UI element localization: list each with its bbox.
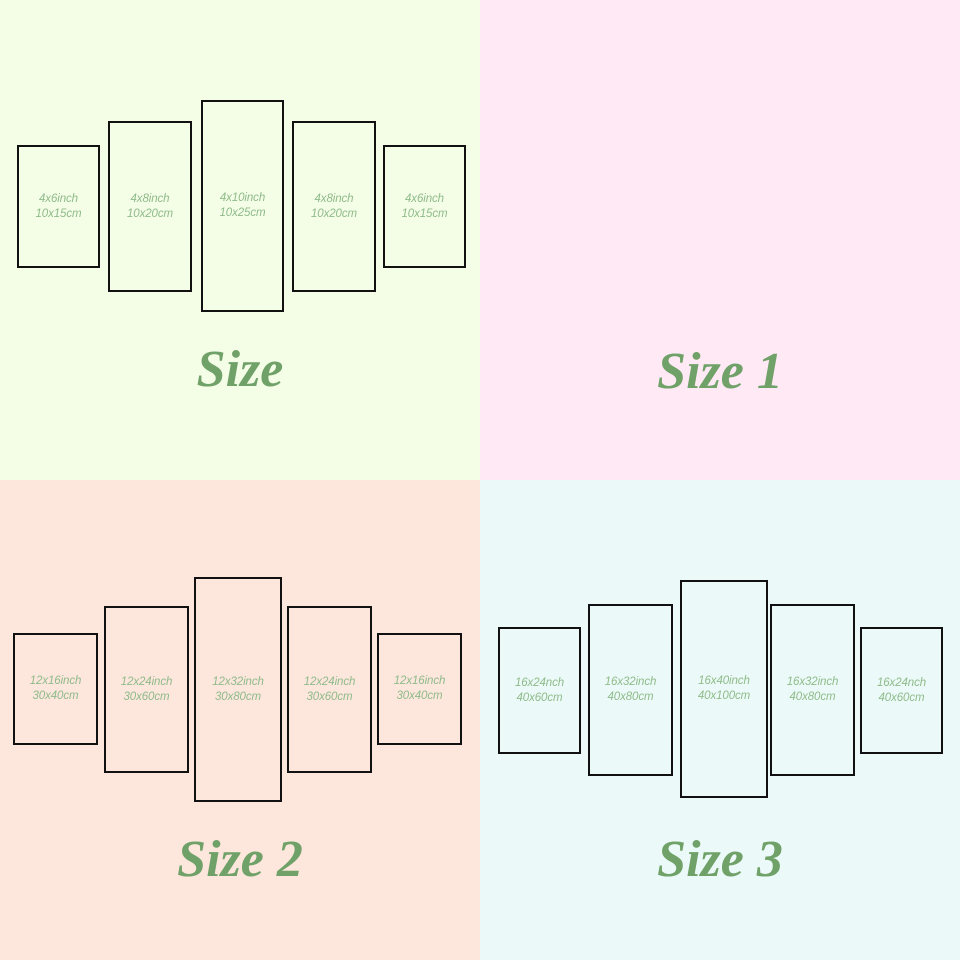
frame-label-cm: 30x40cm xyxy=(32,690,79,702)
frame-label-cm: 40x80cm xyxy=(789,691,836,703)
frame-label-cm: 40x60cm xyxy=(878,691,925,704)
frame-label: 16x32inch 40x80cm xyxy=(605,675,657,705)
frame-label-cm: 10x15cm xyxy=(35,207,82,220)
panel-size-1: 8x14nch 20x35cm 8x18inch 20x45cm 8x22inc… xyxy=(480,0,960,480)
frame-3[interactable]: 4x10inch 10x25cm xyxy=(201,100,284,312)
frame-label-inch: 16x40inch xyxy=(698,675,750,687)
frame-2[interactable]: 12x24inch 30x60cm xyxy=(104,606,189,773)
frame-5[interactable]: 12x16inch 30x40cm xyxy=(377,633,462,745)
frame-4[interactable]: 16x32inch 40x80cm xyxy=(770,604,855,776)
frame-label: 4x6inch 10x15cm xyxy=(36,192,82,222)
frame-label-inch: 4x10inch xyxy=(219,192,266,204)
frame-label-inch: 16x32inch xyxy=(786,676,839,688)
frame-label-inch: 12x16inch xyxy=(393,675,446,687)
frame-label-inch: 4x8inch xyxy=(314,192,354,205)
frame-label-cm: 40x80cm xyxy=(607,691,654,703)
frame-1[interactable]: 4x6inch 10x15cm xyxy=(17,145,100,268)
frame-3[interactable]: 16x40inch 40x100cm xyxy=(680,580,768,798)
frame-label-cm: 30x60cm xyxy=(306,690,353,703)
frame-label-cm: 10x15cm xyxy=(401,207,448,220)
frame-label: 12x32inch 30x80cm xyxy=(212,675,264,705)
frame-label-inch: 16x24nch xyxy=(876,676,927,689)
frame-label-inch: 4x8inch xyxy=(130,192,170,205)
frame-label: 4x8inch 10x20cm xyxy=(311,192,357,222)
panel-title: Size 2 xyxy=(177,831,303,888)
frame-label-cm: 30x40cm xyxy=(396,690,443,702)
frame-label: 4x10inch 10x25cm xyxy=(220,191,266,221)
panel-title: Size 1 xyxy=(657,343,783,400)
frame-label: 12x24inch 30x60cm xyxy=(304,675,356,705)
frame-5[interactable]: 4x6inch 10x15cm xyxy=(383,145,466,268)
frame-label-cm: 40x60cm xyxy=(516,691,563,704)
frame-label-inch: 16x32inch xyxy=(604,676,657,688)
frame-label-cm: 30x80cm xyxy=(215,690,261,703)
frame-group-size-3: 16x24nch 40x60cm 16x32inch 40x80cm 16x40… xyxy=(480,480,960,960)
frame-label-inch: 12x24inch xyxy=(120,675,173,688)
frame-label: 12x16inch 30x40cm xyxy=(394,674,446,704)
panel-title: Size 3 xyxy=(657,831,783,888)
frame-label-inch: 12x32inch xyxy=(212,675,264,688)
frame-label-cm: 10x20cm xyxy=(127,207,173,220)
frame-label-inch: 4x6inch xyxy=(39,192,78,205)
frame-label: 12x16inch 30x40cm xyxy=(30,674,82,704)
frame-label-inch: 12x24inch xyxy=(303,675,356,688)
frame-3[interactable]: 12x32inch 30x80cm xyxy=(194,577,282,802)
frame-label-cm: 40x100cm xyxy=(697,690,751,702)
frame-2[interactable]: 16x32inch 40x80cm xyxy=(588,604,673,776)
frame-label-cm: 10x25cm xyxy=(219,207,266,219)
frame-label: 16x32inch 40x80cm xyxy=(787,675,839,705)
frame-1[interactable]: 16x24nch 40x60cm xyxy=(498,627,581,754)
frame-group-size-1: 8x14nch 20x35cm 8x18inch 20x45cm 8x22inc… xyxy=(480,0,960,480)
frame-label-inch: 16x24nch xyxy=(514,676,565,689)
frame-label: 16x40inch 40x100cm xyxy=(698,674,750,704)
panel-title: Size xyxy=(196,341,284,398)
frame-label-inch: 12x16inch xyxy=(29,675,82,687)
frame-4[interactable]: 12x24inch 30x60cm xyxy=(287,606,372,773)
frame-1[interactable]: 12x16inch 30x40cm xyxy=(13,633,98,745)
frame-label-inch: 4x6inch xyxy=(405,192,444,205)
frame-label-cm: 10x20cm xyxy=(311,207,357,220)
frame-group-size: 4x6inch 10x15cm 4x8inch 10x20cm 4x10inch… xyxy=(0,0,480,480)
frame-2[interactable]: 4x8inch 10x20cm xyxy=(108,121,192,292)
frame-label: 16x24nch 40x60cm xyxy=(515,676,564,706)
frame-label: 4x8inch 10x20cm xyxy=(127,192,173,222)
panel-size-3: 16x24nch 40x60cm 16x32inch 40x80cm 16x40… xyxy=(480,480,960,960)
frame-label-cm: 30x60cm xyxy=(123,690,170,703)
frame-label: 12x24inch 30x60cm xyxy=(121,675,173,705)
frame-group-size-2: 12x16inch 30x40cm 12x24inch 30x60cm 12x3… xyxy=(0,480,480,960)
frame-4[interactable]: 4x8inch 10x20cm xyxy=(292,121,376,292)
panel-size-2: 12x16inch 30x40cm 12x24inch 30x60cm 12x3… xyxy=(0,480,480,960)
panel-size: 4x6inch 10x15cm 4x8inch 10x20cm 4x10inch… xyxy=(0,0,480,480)
frame-label: 16x24nch 40x60cm xyxy=(877,676,926,706)
frame-label: 4x6inch 10x15cm xyxy=(402,192,448,222)
frame-5[interactable]: 16x24nch 40x60cm xyxy=(860,627,943,754)
